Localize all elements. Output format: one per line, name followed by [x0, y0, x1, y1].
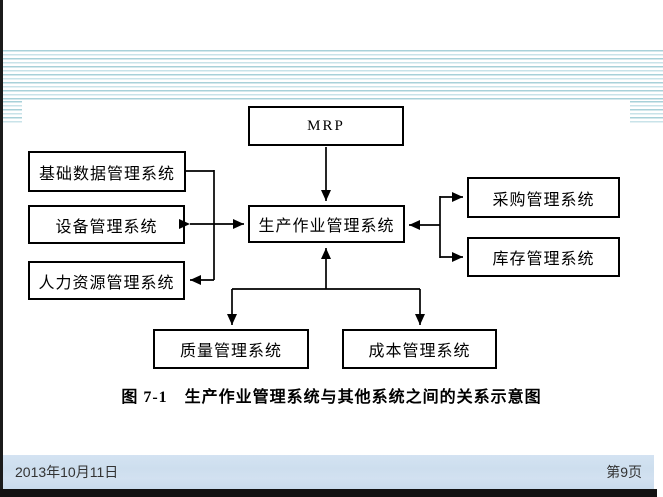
footer-date: 2013年10月11日	[15, 464, 119, 480]
node-human-resources-system: 人力资源管理系统	[28, 261, 185, 300]
slide-footer: 2013年10月11日 第9页	[3, 455, 654, 489]
node-mrp: MRP	[248, 106, 404, 146]
footer-page-number: 第9页	[606, 464, 642, 480]
node-production-management-system: 生产作业管理系统	[248, 205, 405, 243]
top-decor-lines-right	[630, 101, 663, 123]
node-base-data-system: 基础数据管理系统	[28, 151, 186, 192]
top-decor-lines	[3, 50, 663, 101]
node-inventory-system: 库存管理系统	[467, 237, 620, 277]
node-equipment-system: 设备管理系统	[28, 205, 185, 244]
figure-caption: 图 7-1 生产作业管理系统与其他系统之间的关系示意图	[121, 389, 542, 406]
node-quality-system: 质量管理系统	[153, 329, 309, 369]
node-purchasing-system: 采购管理系统	[467, 177, 620, 218]
node-cost-system: 成本管理系统	[342, 329, 497, 369]
bottom-edge-strip	[0, 489, 657, 497]
top-decor-lines-left	[3, 101, 22, 123]
left-edge-bar	[0, 0, 3, 497]
